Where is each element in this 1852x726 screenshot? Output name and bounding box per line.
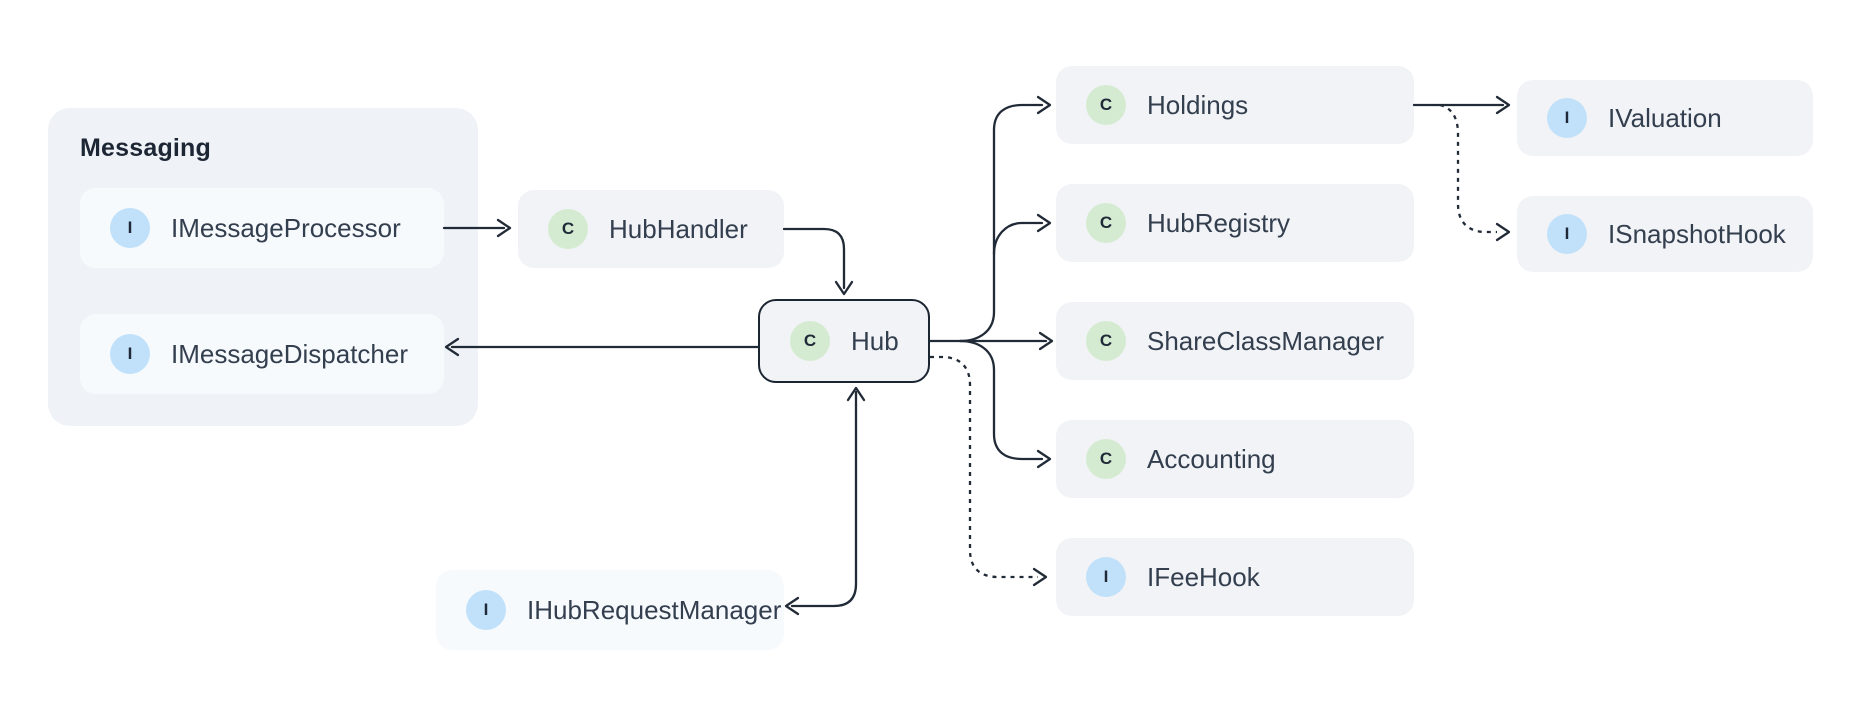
node-hubhandler[interactable]: C HubHandler (518, 190, 784, 268)
interface-badge-icon: I (110, 208, 150, 248)
interface-badge-icon: I (110, 334, 150, 374)
edge-hubhandler-hub (782, 227, 846, 290)
node-label: IMessageProcessor (171, 212, 401, 243)
group-title: Messaging (80, 134, 211, 162)
edge-hub-ihubrequestmanager (790, 390, 858, 608)
class-badge-icon: C (1086, 439, 1126, 479)
node-shareclassmanager[interactable]: C ShareClassManager (1056, 302, 1414, 380)
arrowhead-icon (784, 596, 800, 616)
node-hub[interactable]: C Hub (758, 299, 930, 383)
node-imessageprocessor[interactable]: I IMessageProcessor (80, 188, 444, 268)
interface-badge-icon: I (1547, 214, 1587, 254)
edge-holdings-isnapshothook (1439, 103, 1497, 234)
node-label: IMessageDispatcher (171, 338, 408, 369)
arrowhead-icon (1032, 567, 1048, 587)
node-hubregistry[interactable]: C HubRegistry (1056, 184, 1414, 262)
node-label: Hub (851, 325, 899, 356)
arrowhead-icon (1495, 222, 1511, 242)
arrowhead-icon (1036, 95, 1052, 115)
arrowhead-icon (1038, 331, 1054, 351)
edge-hub-ifeehook (930, 355, 1038, 579)
edge-hub-hubregistry (992, 221, 1044, 256)
node-isnapshothook[interactable]: I ISnapshotHook (1517, 196, 1813, 272)
arrowhead-icon (1036, 449, 1052, 469)
interface-badge-icon: I (1547, 98, 1587, 138)
node-label: Accounting (1147, 443, 1276, 474)
node-imessagedispatcher[interactable]: I IMessageDispatcher (80, 314, 444, 394)
interface-badge-icon: I (466, 590, 506, 630)
arrowhead-icon (496, 218, 512, 238)
edge-hub-holdings (958, 103, 1044, 343)
class-badge-icon: C (1086, 203, 1126, 243)
arrowhead-icon (1495, 95, 1511, 115)
class-badge-icon: C (790, 321, 830, 361)
node-label: IFeeHook (1147, 561, 1260, 592)
node-label: IHubRequestManager (527, 594, 782, 625)
node-accounting[interactable]: C Accounting (1056, 420, 1414, 498)
arrowhead-icon (834, 280, 854, 296)
arrowhead-icon (846, 386, 866, 402)
node-ifeehook[interactable]: I IFeeHook (1056, 538, 1414, 616)
class-badge-icon: C (1086, 85, 1126, 125)
node-label: HubRegistry (1147, 207, 1291, 238)
edge-hub-accounting (958, 339, 1044, 461)
node-label: ShareClassManager (1147, 325, 1385, 356)
node-ivaluation[interactable]: I IValuation (1517, 80, 1813, 156)
arrowhead-icon (1036, 213, 1052, 233)
node-label: ISnapshotHook (1608, 218, 1786, 249)
node-holdings[interactable]: C Holdings (1056, 66, 1414, 144)
node-label: Holdings (1147, 89, 1249, 120)
interface-badge-icon: I (1086, 557, 1126, 597)
node-label: HubHandler (609, 213, 748, 244)
class-badge-icon: C (1086, 321, 1126, 361)
node-label: IValuation (1608, 102, 1722, 133)
node-ihubrequestmanager[interactable]: I IHubRequestManager (436, 570, 784, 650)
class-badge-icon: C (548, 209, 588, 249)
